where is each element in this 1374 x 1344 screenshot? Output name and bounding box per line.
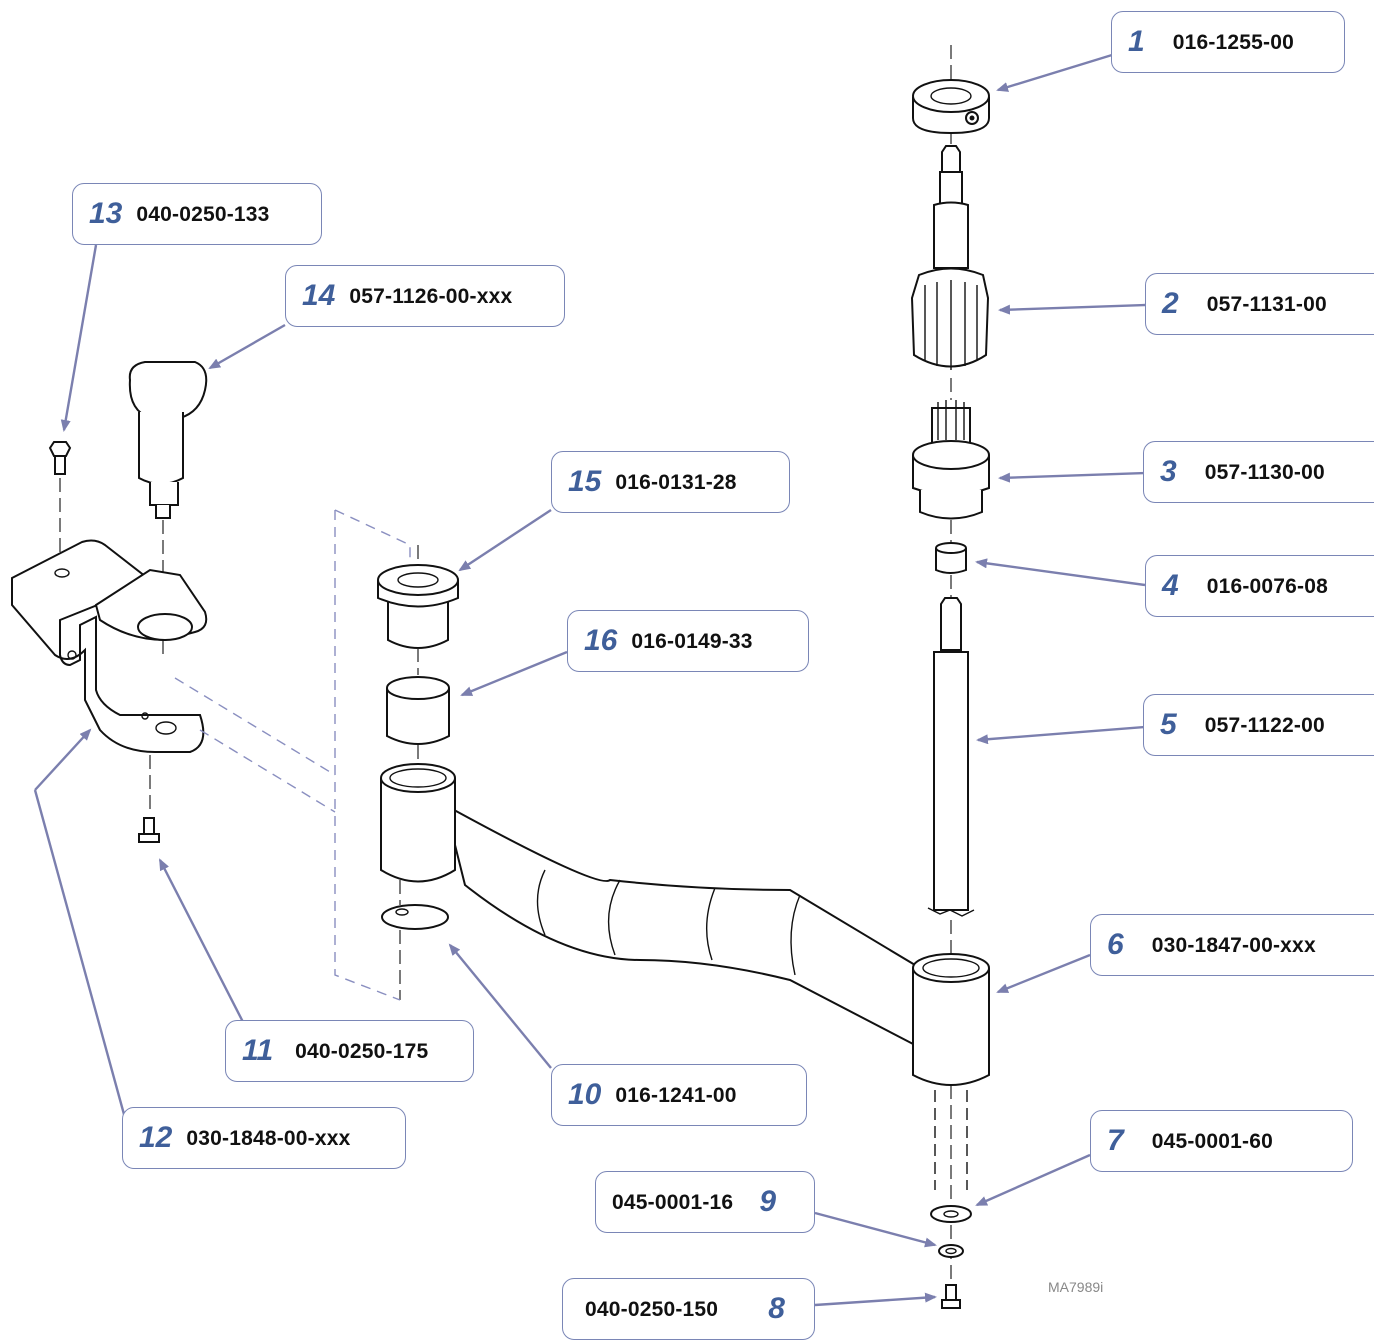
callout-number: 9 <box>759 1185 776 1218</box>
callout-number: 6 <box>1107 928 1124 961</box>
callout-number: 7 <box>1107 1124 1124 1157</box>
drawing-id: MA7989i <box>1048 1279 1104 1295</box>
upper-shaft <box>933 145 969 269</box>
callout-5: 5 057-1122-00 <box>1143 694 1374 756</box>
part-number: 016-1255-00 <box>1172 30 1294 54</box>
part-number: 040-0250-133 <box>136 202 270 226</box>
part-number: 016-0131-28 <box>615 470 737 494</box>
part-number: 045-0001-16 <box>612 1190 734 1214</box>
part-number: 016-1241-00 <box>615 1083 737 1107</box>
part-10-washer <box>381 880 449 1000</box>
callout-10: 10 016-1241-00 <box>551 1064 807 1126</box>
part-number: 045-0001-60 <box>1151 1129 1273 1153</box>
part-14-pin <box>128 361 208 660</box>
callout-number: 1 <box>1128 25 1145 58</box>
callout-number: 12 <box>139 1121 173 1154</box>
part-number: 030-1847-00-xxx <box>1151 933 1316 957</box>
part-number: 016-0149-33 <box>631 629 753 653</box>
part-8-screw <box>941 1284 961 1309</box>
callout-13: 13 040-0250-133 <box>72 183 322 245</box>
part-number: 016-0076-08 <box>1206 574 1328 598</box>
callout-number: 4 <box>1162 569 1179 602</box>
callout-15: 15 016-0131-28 <box>551 451 790 513</box>
part-7-washer <box>930 1205 972 1223</box>
part-16-bushing <box>386 676 450 765</box>
callout-7: 7 045-0001-60 <box>1090 1110 1353 1172</box>
part-number: 057-1131-00 <box>1206 292 1327 316</box>
part-9-lock-washer <box>938 1244 964 1258</box>
callout-number: 8 <box>768 1292 785 1325</box>
part-3-hub <box>912 400 990 520</box>
part-11-screw <box>138 817 160 843</box>
callout-number: 13 <box>89 197 123 230</box>
callout-number: 16 <box>584 624 618 657</box>
part-13-screw <box>48 441 72 570</box>
part-number: 057-1122-00 <box>1204 713 1325 737</box>
callout-number: 2 <box>1162 287 1179 320</box>
callout-number: 15 <box>568 465 602 498</box>
part-6-arm <box>380 763 990 1190</box>
part-number: 040-0250-175 <box>295 1039 429 1063</box>
part-5-shaft <box>927 597 975 917</box>
callout-6: 6 030-1847-00-xxx <box>1090 914 1374 976</box>
part-1-shaft-collar <box>912 79 990 135</box>
part-15-flanged-bushing <box>377 545 459 675</box>
callout-number: 5 <box>1160 708 1177 741</box>
callout-14: 14 057-1126-00-xxx <box>285 265 565 327</box>
callout-2: 2 057-1131-00 <box>1145 273 1374 335</box>
callout-9: 045-0001-16 9 <box>595 1171 815 1233</box>
part-number: 040-0250-150 <box>585 1297 719 1321</box>
callout-number: 10 <box>568 1078 602 1111</box>
callout-11: 11 040-0250-175 <box>225 1020 474 1082</box>
callout-8: 040-0250-150 8 <box>562 1278 815 1340</box>
part-number: 030-1848-00-xxx <box>186 1126 351 1150</box>
part-number: 057-1126-00-xxx <box>349 284 513 308</box>
callout-number: 11 <box>242 1034 274 1067</box>
callout-12: 12 030-1848-00-xxx <box>122 1107 406 1169</box>
part-4-spacer <box>935 542 967 574</box>
callout-4: 4 016-0076-08 <box>1145 555 1374 617</box>
callout-16: 16 016-0149-33 <box>567 610 809 672</box>
phantom-lines <box>174 509 411 1001</box>
leader-lines <box>33 53 1146 1307</box>
callout-number: 3 <box>1160 455 1177 488</box>
part-2-knob <box>910 267 990 370</box>
callout-number: 14 <box>302 279 336 312</box>
callout-1: 1 016-1255-00 <box>1111 11 1345 73</box>
part-number: 057-1130-00 <box>1204 460 1325 484</box>
callout-3: 3 057-1130-00 <box>1143 441 1374 503</box>
part-12-bracket <box>11 539 208 810</box>
